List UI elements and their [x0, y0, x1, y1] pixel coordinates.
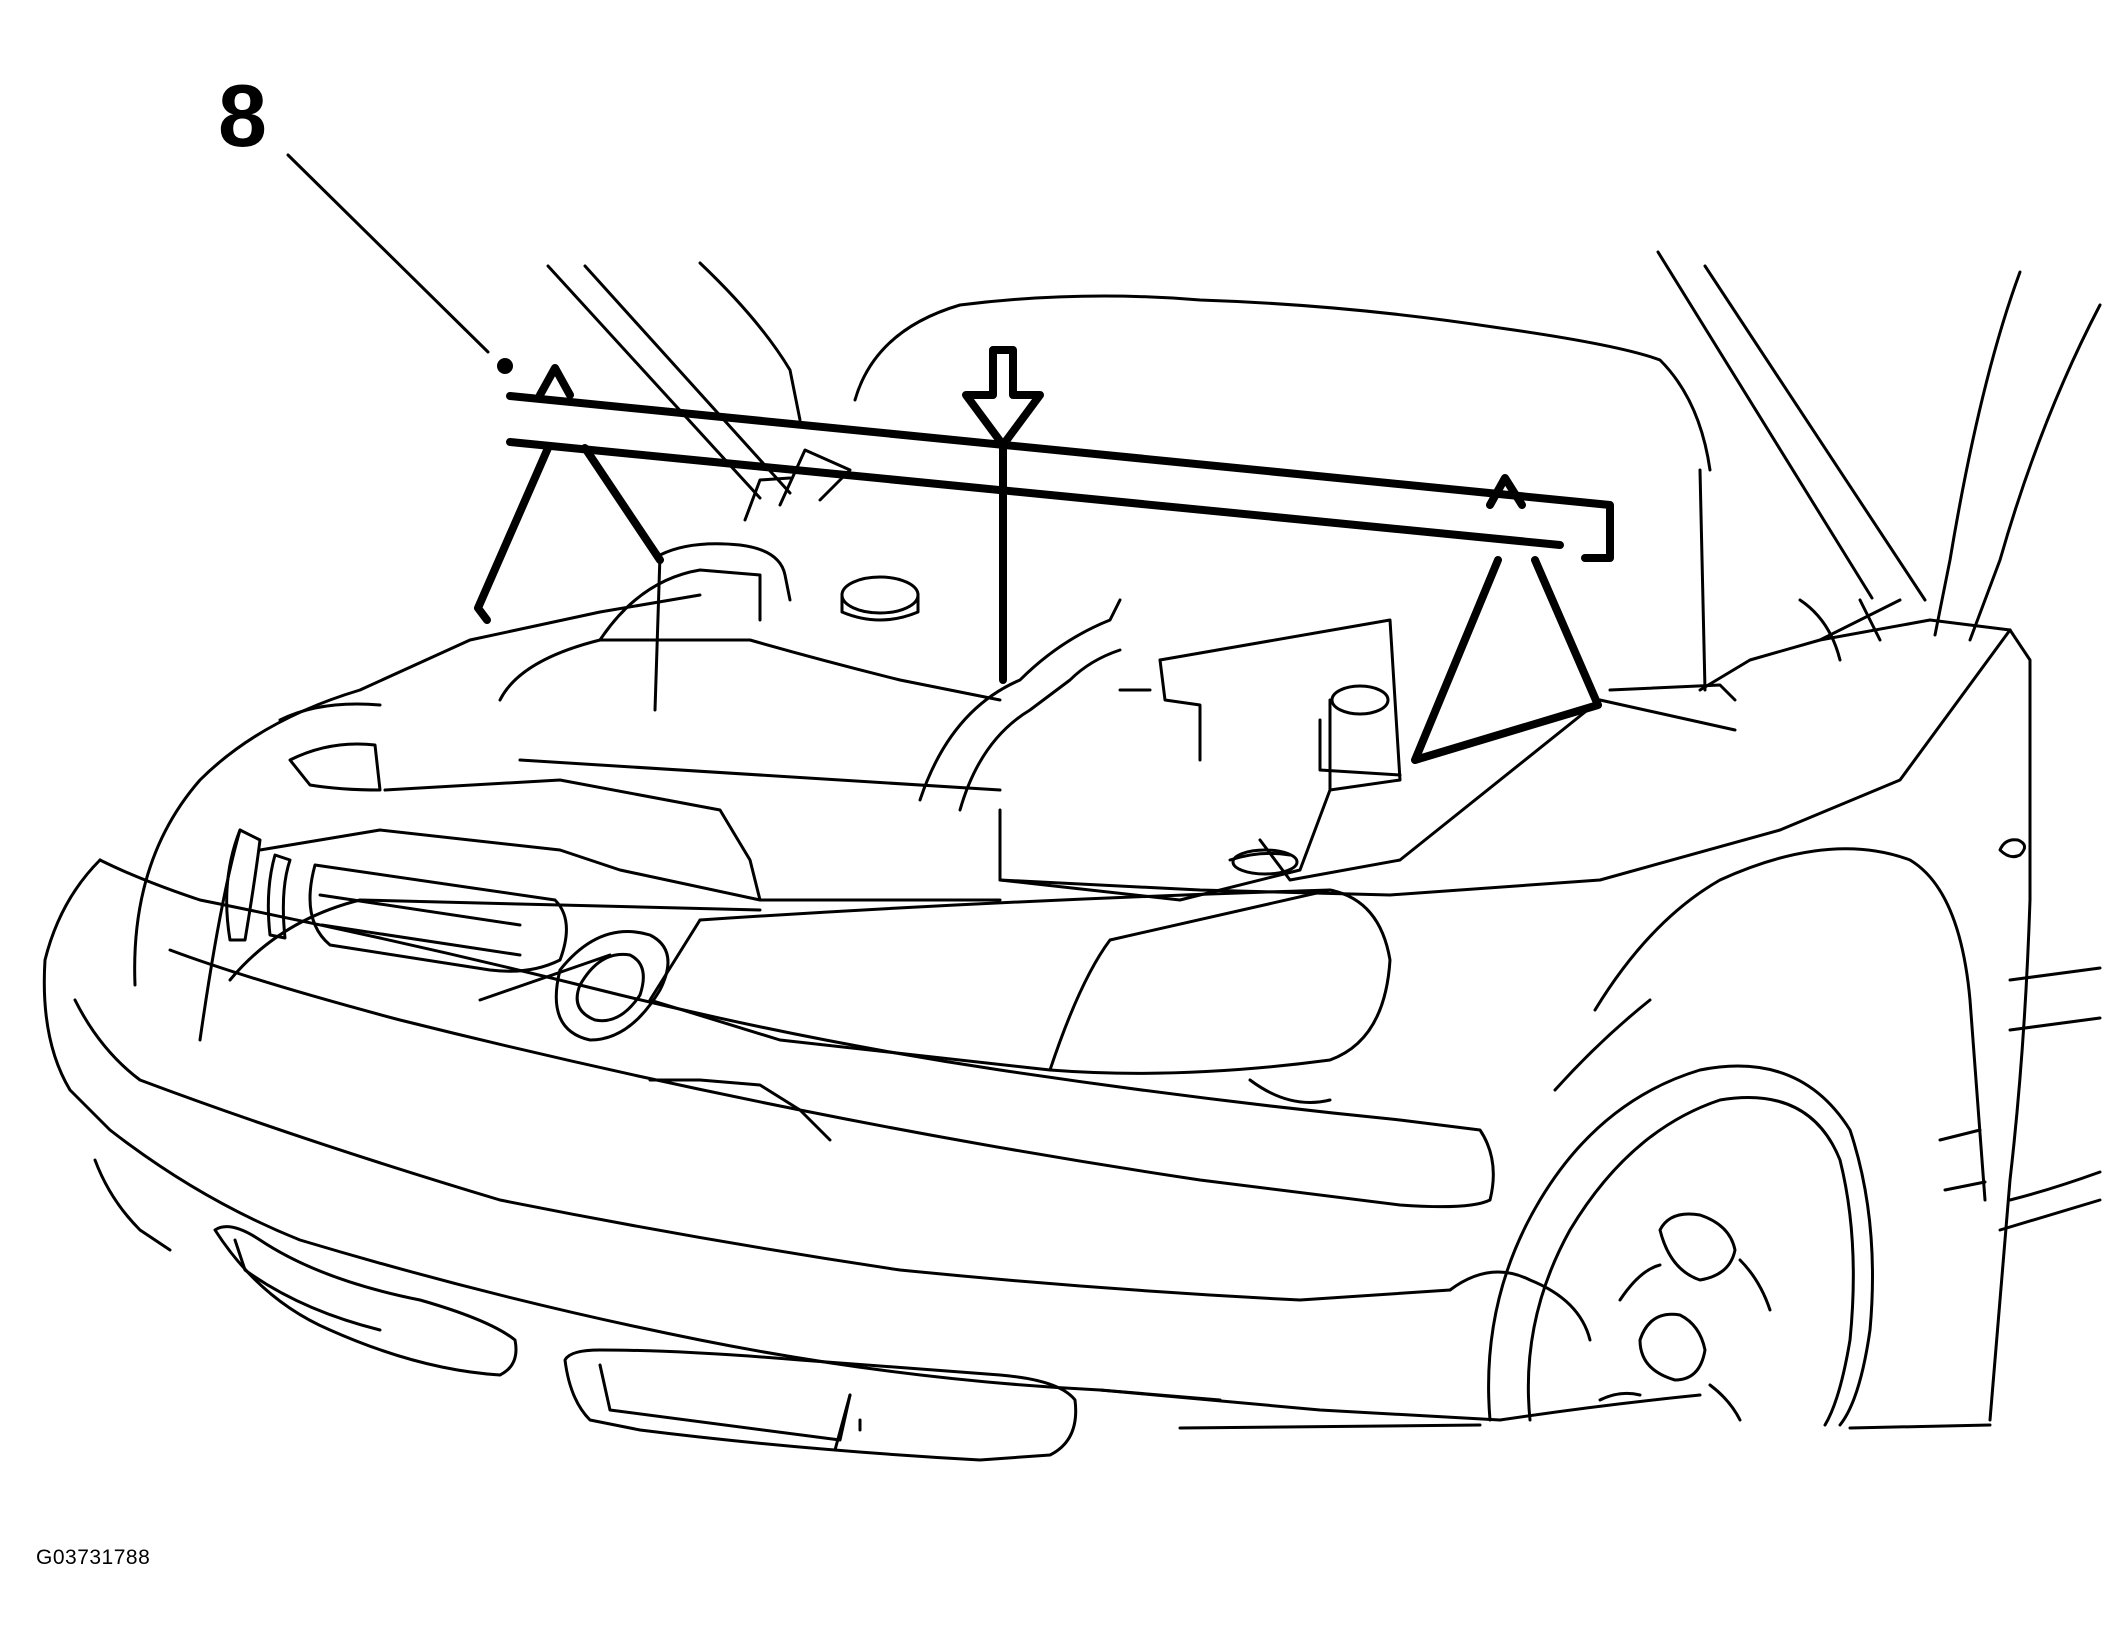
callout-leader-line — [286, 153, 490, 354]
fixture-right-lifting-hook — [1486, 474, 1526, 509]
engine-support-fixture — [474, 346, 1614, 764]
fixture-left-leg — [474, 444, 664, 624]
headlight — [554, 888, 1392, 1104]
front-wheel — [1487, 1064, 1874, 1427]
ground-line — [1178, 1423, 1992, 1430]
figure-id: G03731788 — [36, 1546, 151, 1569]
front-grille — [225, 828, 612, 1002]
fixture-crossbar — [506, 392, 1614, 562]
fixture-right-leg — [1411, 556, 1602, 764]
fixture-left-lifting-hook — [536, 364, 574, 399]
front-bumper — [42, 858, 1702, 1432]
fixture-center-down-arrow — [962, 346, 1044, 449]
callout-number: 8 — [218, 66, 267, 165]
fog-lights — [213, 1225, 1078, 1462]
raised-hood — [546, 250, 2102, 692]
front-fender — [1553, 628, 2102, 1422]
engine-compartment — [498, 448, 1737, 902]
callout-leader-dot — [497, 358, 513, 374]
car-body — [133, 593, 2012, 1042]
